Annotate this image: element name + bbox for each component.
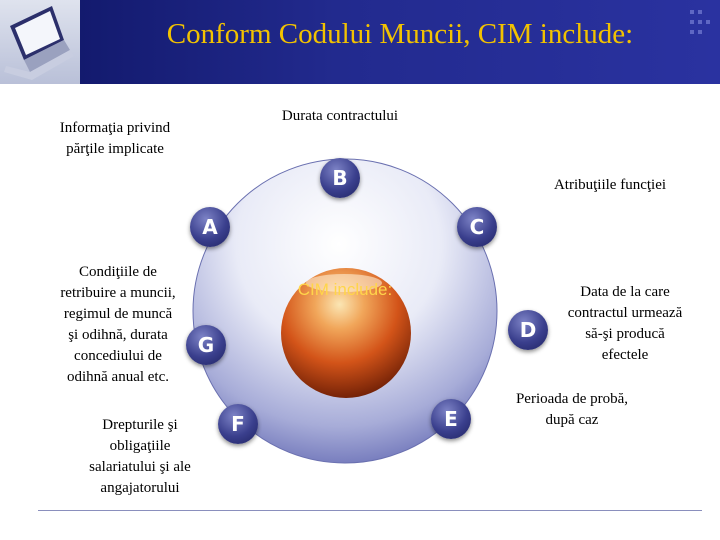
node-b-icon: B: [320, 158, 360, 198]
label-probation: Perioada de probă,după caz: [492, 389, 652, 431]
label-duration: Durata contractului: [250, 106, 430, 127]
node-e-icon: E: [431, 399, 471, 439]
node-a-icon: A: [190, 207, 230, 247]
node-d-icon: D: [508, 310, 548, 350]
node-f-icon: F: [218, 404, 258, 444]
core-label: CIM include:: [275, 280, 415, 300]
footer-divider: [38, 510, 702, 511]
label-attributions: Atribuţiile funcţiei: [520, 175, 700, 196]
node-c-icon: C: [457, 207, 497, 247]
